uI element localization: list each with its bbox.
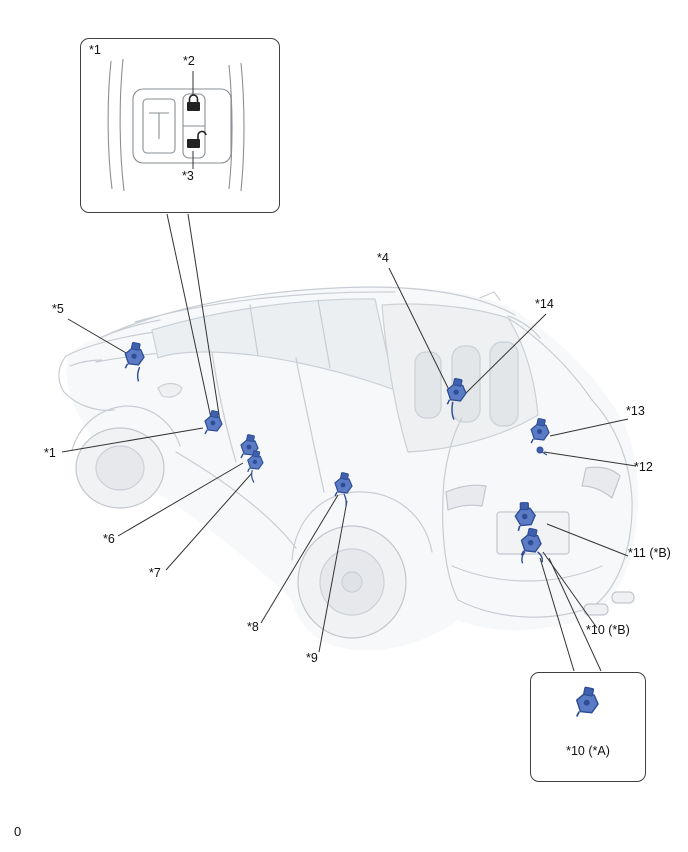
component-5-marker [124,341,145,382]
callout-10b: *10 (*B) [586,623,630,637]
leader-lines [61,213,637,672]
door-switch-illustration [107,58,245,192]
callout-5: *5 [52,302,64,316]
callout-11b: *11 (*B) [628,546,671,560]
lock-switch-callout: *2 [183,54,195,68]
component-12-marker [536,446,548,456]
component-markers [124,341,550,564]
component-10-marker [520,527,544,564]
padlock-open-icon [187,130,207,148]
component-10a-marker [575,686,599,717]
door-lock-switch-inset: *1 *2 *3 [80,38,280,213]
callout-8: *8 [247,620,259,634]
component-10a-inset: *10 (*A) [530,672,646,782]
callout-13: *13 [626,404,645,418]
inset-bottom-label: *10 (*A) [566,744,610,758]
unlock-switch-callout: *3 [182,169,194,183]
padlock-closed-icon [187,94,200,111]
callout-7: *7 [149,566,161,580]
component-4-14-marker [446,377,467,420]
component-10a-illustration [575,686,599,717]
footer-page-char: 0 [14,824,22,839]
callout-12: *12 [634,460,653,474]
callout-4: *4 [377,251,389,265]
inset-top-label: *1 [89,43,101,57]
component-8-9-marker [334,471,353,507]
component-7-marker [247,449,264,483]
callout-1: *1 [44,446,56,460]
callout-14: *14 [535,297,554,311]
callout-6: *6 [103,532,115,546]
callout-9: *9 [306,651,318,665]
